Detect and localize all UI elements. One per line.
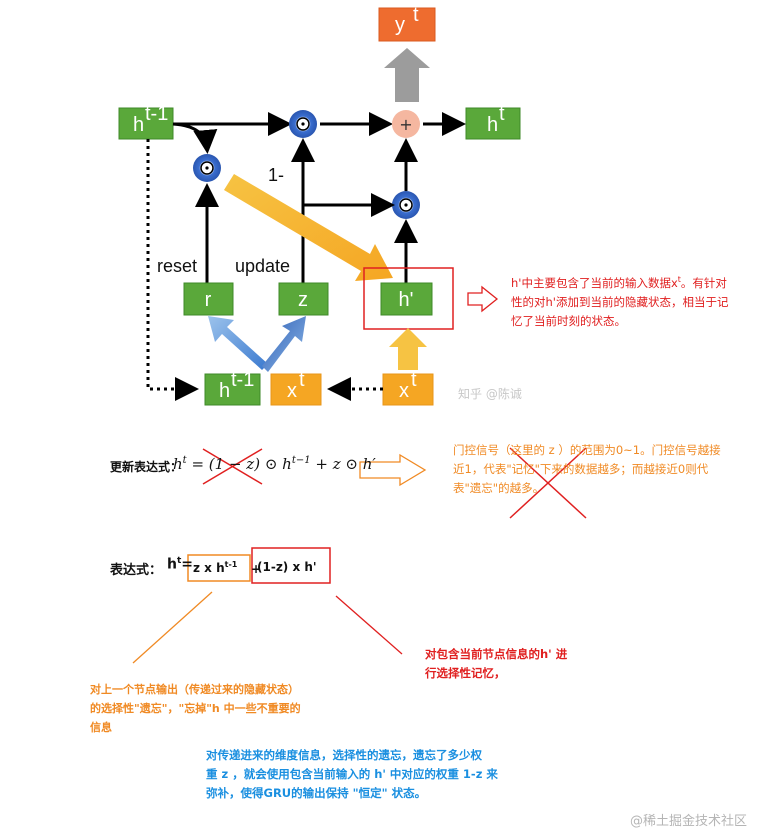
odot-node-right (392, 191, 420, 219)
z-gate-box: z (278, 282, 329, 316)
zhihu-watermark: 知乎 @陈诚 (458, 386, 522, 401)
svg-text:x: x (287, 380, 297, 402)
orange-pointer-line (132, 591, 213, 664)
svg-text:r: r (205, 289, 212, 311)
x-mid-box: x t (270, 369, 322, 406)
svg-text:t: t (499, 103, 505, 125)
expr-plus: + (251, 562, 262, 576)
svg-text:t: t (299, 369, 305, 391)
hprime-note: h'中主要包含了当前的输入数据xt。有针对 性的对h'添加到当前的隐藏状态，相当… (511, 275, 729, 328)
update-label: update (235, 256, 290, 276)
hollow-arrow-formula (359, 453, 427, 487)
expr-part2: (1-z) x h' (257, 560, 317, 574)
arrow-hprev-to-reset-odot (172, 122, 218, 154)
expr-part1-frame (187, 554, 251, 582)
svg-text:t: t (413, 4, 419, 26)
hollow-arrow-hprime-note (467, 285, 499, 313)
svg-text:h: h (133, 114, 144, 136)
hprime-box: h' (380, 282, 433, 316)
h-out-box: h t (465, 103, 521, 140)
svg-text:h: h (487, 114, 498, 136)
svg-text:y: y (395, 14, 405, 36)
yellow-arrow-to-hprime (389, 328, 427, 370)
update-formula: ht = (1 − z) ⊙ ht−1 + z ⊙ h′ (173, 455, 376, 473)
x-right-box: x t (382, 369, 434, 406)
svg-text:x: x (399, 380, 409, 402)
gate-note: 门控信号（这里的 z ）的范围为0~1。门控信号越接 近1，代表"记忆"下来的数… (453, 443, 721, 495)
bottom-note: 对传递进来的维度信息，选择性的遗忘，遗忘了多少权 重 z ，就会使用包含当前输入… (206, 748, 498, 800)
expr-part1: z x ht-1 (193, 560, 238, 575)
cross-2 (202, 448, 263, 485)
svg-text:h': h' (399, 289, 414, 311)
h-prev-box: h t-1 (118, 103, 174, 140)
svg-text:t-1: t-1 (145, 103, 168, 125)
juejin-watermark: @稀土掘金技术社区 (630, 814, 748, 829)
reset-label: reset (157, 256, 197, 276)
svg-text:z: z (298, 289, 308, 311)
h-prev-bottom-box: h t-1 (204, 369, 261, 406)
blue-arrow-to-z (262, 316, 306, 372)
dotted-hprev-down (146, 139, 199, 401)
svg-text:+: + (399, 115, 412, 134)
odot-node-reset (193, 154, 221, 182)
svg-text:t: t (411, 369, 417, 391)
svg-text:h: h (219, 380, 230, 402)
expr-part2-frame (251, 547, 331, 584)
yellow-diagonal-arrow (224, 174, 393, 281)
left-note: 对上一个节点输出（传递过来的隐藏状态） 的选择性"遗忘"，"忘掉"h 中一些不重… (90, 683, 301, 734)
y-output-box: y t (378, 4, 436, 42)
update-formula-label: 更新表达式： (110, 460, 183, 474)
svg-text:t-1: t-1 (231, 369, 254, 391)
plus-node: + (392, 110, 420, 138)
expr-label: 表达式： (110, 563, 163, 578)
grey-output-arrow (384, 48, 430, 102)
r-gate-box: r (183, 282, 234, 316)
odot-node-top (289, 110, 317, 138)
cross-4 (509, 447, 587, 519)
right-note: 对包含当前节点信息的h' 进 行选择性记忆， (425, 647, 568, 680)
one-minus-label: 1- (268, 165, 284, 185)
blue-arrow-to-r (208, 316, 268, 370)
expr-h: ht= (167, 556, 194, 573)
red-pointer-line (335, 595, 403, 655)
